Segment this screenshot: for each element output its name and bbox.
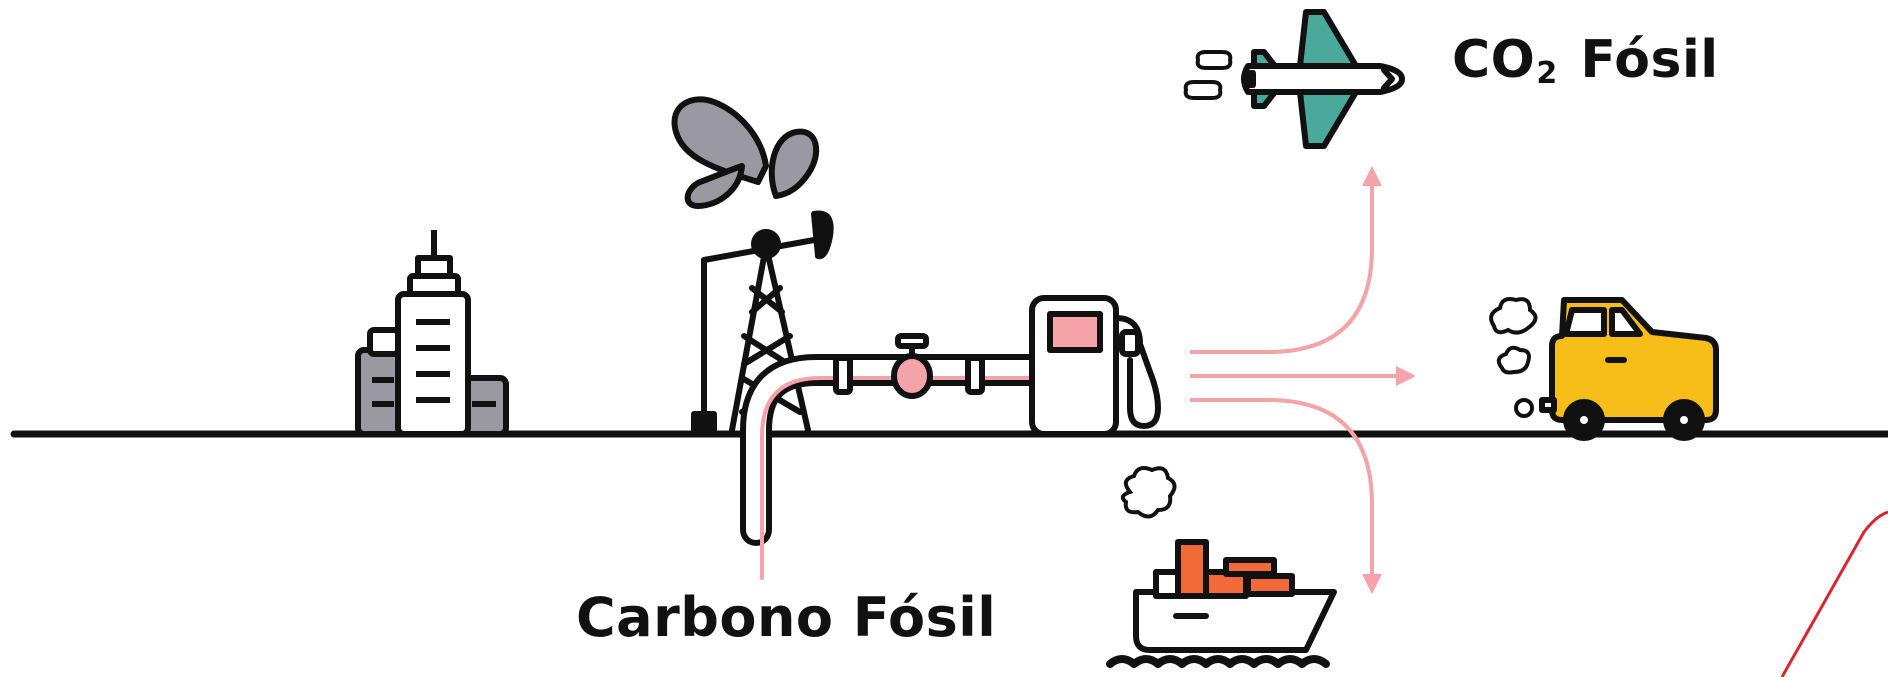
fossil-carbon-label: Carbono Fósil xyxy=(576,586,996,649)
ship-smoke-icon xyxy=(1123,468,1175,517)
airplane-icon xyxy=(1244,12,1402,146)
co2-subscript: 2 xyxy=(1536,56,1557,91)
cargo-ship-icon xyxy=(1110,542,1334,664)
co2-fossil-label: CO2 Fósil xyxy=(1452,30,1719,90)
arrow-down xyxy=(1190,400,1372,590)
co2-suffix: Fósil xyxy=(1580,30,1718,90)
decorative-red-curve xyxy=(1782,512,1888,677)
car-icon xyxy=(1542,300,1716,438)
car-smoke-icon xyxy=(1491,299,1535,416)
exhaust-cloud-icon xyxy=(1186,52,1231,98)
fuel-pump-icon xyxy=(1032,298,1158,434)
co2-prefix: CO xyxy=(1452,30,1535,90)
gas-cloud-icon xyxy=(675,99,817,206)
arrow-up xyxy=(1190,170,1372,352)
pipeline-icon xyxy=(756,370,1034,578)
city-buildings-icon xyxy=(358,230,506,434)
flow-arrows xyxy=(1190,170,1412,590)
